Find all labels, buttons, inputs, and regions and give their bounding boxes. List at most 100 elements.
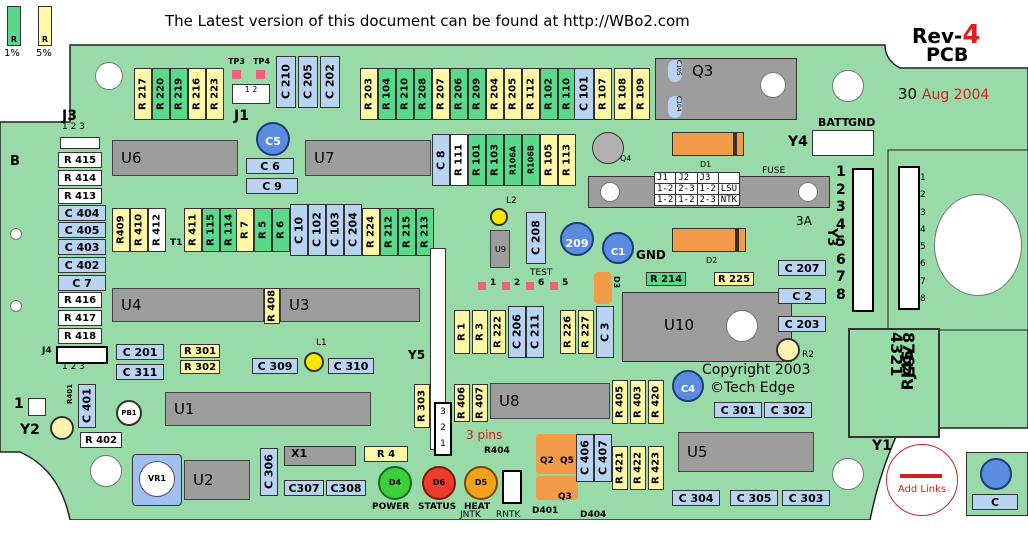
r420: R 420 (648, 380, 664, 424)
u8-ic: U8 (490, 383, 610, 419)
c201: C 201 (116, 344, 164, 360)
u10-tab-hole (726, 310, 758, 342)
r101: R 101 (468, 134, 486, 186)
r301: R 301 (180, 344, 220, 358)
din-connector (934, 194, 1022, 296)
r224: R 224 (362, 208, 380, 256)
c306: C 306 (260, 448, 278, 496)
x1-crystal: X1 (284, 446, 356, 466)
c207: C 207 (778, 260, 826, 276)
u9-ic: U9 (490, 230, 510, 268)
r422: R 422 (630, 446, 646, 490)
c2: C 2 (778, 288, 826, 304)
tp-label: 1 (490, 278, 497, 288)
jumper-cell: 1-2 (696, 183, 719, 195)
top-component: R 104 (378, 68, 396, 120)
c209-electrolytic: 209 (560, 222, 594, 256)
rev-label: Rev-4 (912, 20, 981, 50)
pb1-button[interactable]: PB1 (116, 400, 142, 426)
r111: R 111 (450, 134, 468, 186)
batt-label: BATT (818, 116, 850, 129)
c403: C 403 (58, 239, 106, 255)
top-component: R 112 (522, 68, 540, 120)
legend-yellow-swatch: R (38, 6, 52, 46)
d3-led (594, 272, 612, 304)
top-component: C 205 (298, 56, 318, 108)
c203: C 203 (778, 316, 826, 332)
u6-ic: U6 (112, 140, 238, 176)
top-component: R 207 (432, 68, 450, 120)
r423: R 423 (648, 446, 664, 490)
pin-number: 4 (920, 224, 926, 235)
c104-cap: C104 (668, 96, 682, 118)
y1-label: Y1 (872, 438, 892, 454)
c302: C 302 (764, 402, 812, 418)
c311: C 311 (116, 364, 164, 380)
mount-hole (832, 458, 864, 490)
c-small-electrolytic (980, 458, 1012, 490)
r4: R 4 (364, 446, 408, 462)
c-small-label: C (972, 494, 1018, 510)
r222: R 222 (490, 310, 506, 354)
top-component: C 202 (320, 56, 340, 108)
c204: C 204 (344, 204, 362, 256)
c1-electrolytic: C1 (602, 232, 634, 264)
j3-label: J3 (62, 108, 77, 124)
mount-hole (95, 62, 123, 90)
top-component: R 216 (188, 68, 206, 120)
top-component: R 220 (152, 68, 170, 120)
u10-body (622, 292, 792, 362)
gnd-label: GND (848, 116, 876, 129)
r403: R 403 (630, 380, 646, 424)
gnd-label: GND (636, 248, 666, 262)
r401-pad (50, 416, 74, 440)
pcb-label: PCB (926, 44, 969, 66)
tp-label: 6 (538, 278, 545, 288)
tp-label: 2 (514, 278, 521, 288)
legend-yellow-label: 5% (36, 48, 52, 59)
q3-pad (536, 476, 578, 500)
l2-inductor (490, 208, 508, 226)
d2-label: D2 (706, 256, 718, 265)
vr1-pot[interactable]: VR1 (132, 454, 182, 506)
rntk-label: RNTK (496, 510, 521, 520)
top-component: R 219 (170, 68, 188, 120)
test-label: TEST (530, 268, 553, 278)
r407: R 407 (472, 384, 488, 422)
d1-diode (672, 132, 744, 156)
r411: R 411 (184, 208, 202, 252)
jumper-header: J2 (675, 172, 698, 184)
pin-number: 7 (836, 269, 846, 285)
top-component: R 108 (614, 68, 632, 120)
c401: C 401 (78, 384, 96, 428)
jumper-header: J1 (653, 172, 677, 184)
r417: R 417 (58, 310, 102, 326)
r105: R 105 (540, 134, 558, 186)
q3b-label: Q3 (558, 492, 572, 502)
r303: R 303 (414, 384, 430, 428)
c309: C 309 (252, 358, 298, 374)
pin-number: 5 (920, 242, 926, 253)
jumper-cell: NTK (717, 194, 741, 206)
din-numbers: 1 2 3 4 5 6 7 8 (920, 170, 926, 308)
r401-label: R401 (66, 384, 74, 405)
c402: C 402 (58, 257, 106, 273)
c4-electrolytic: C4 (672, 370, 704, 402)
jumper-cell: 1-2 (675, 194, 698, 206)
pin-number: 2 (920, 190, 926, 201)
top-component: R 102 (540, 68, 558, 120)
jumper-cell: 1-2 (653, 183, 677, 195)
tp3-label: TP3 (228, 57, 245, 66)
c206: C 206 (508, 306, 526, 358)
c6: C 6 (246, 158, 294, 174)
jumper-table: J1 J2 J3 1-2 2-3 1-2 LSU 1-2 1-2 2-3 NTK (653, 172, 741, 206)
u1-ic: U1 (165, 392, 371, 426)
top-component: R 223 (206, 68, 224, 120)
vr1-knob: VR1 (139, 461, 175, 497)
r421: R 421 (612, 446, 628, 490)
testpoint (478, 282, 486, 290)
y5-label: Y5 (408, 348, 426, 362)
c405: C 405 (58, 222, 106, 238)
top-component: R 210 (396, 68, 414, 120)
r413: R 413 (58, 188, 102, 204)
